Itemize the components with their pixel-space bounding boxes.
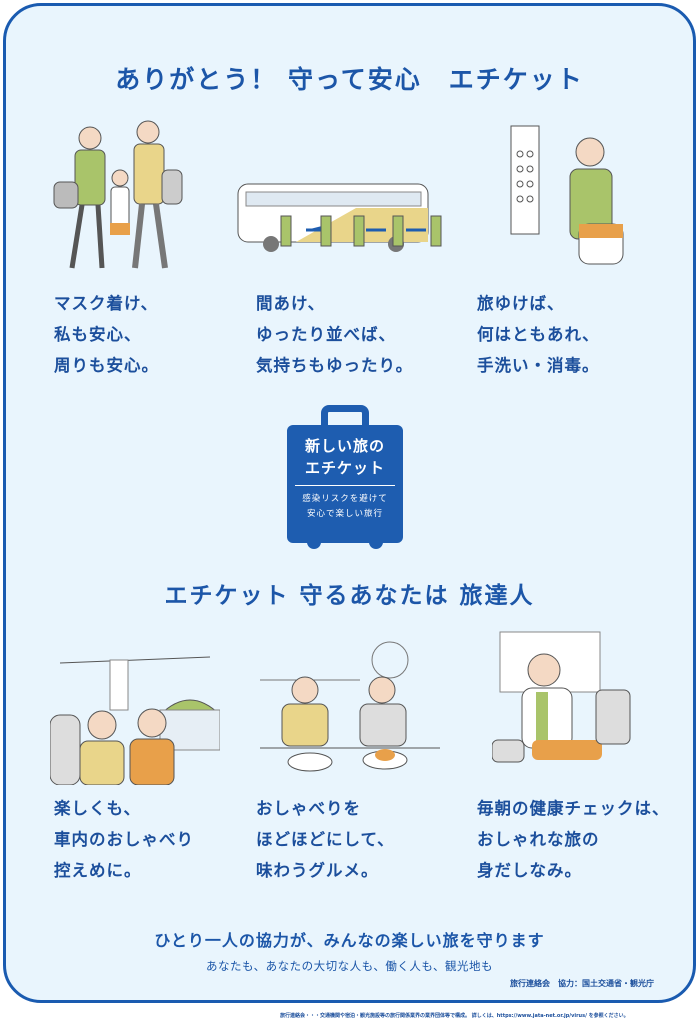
footer-credit: 旅行連絡会 協力：国土交通省・観光庁 <box>510 979 654 988</box>
footer-note: 旅行連絡会・・・交通機関や宿泊・観光施設等の旅行関係業界の業界団体等で構成。 詳… <box>280 1013 629 1019</box>
caption-handwash: 旅ゆけば、何はともあれ、手洗い・消毒。 <box>477 294 600 375</box>
caption-masks: マスク着け、私も安心、周りも安心。 <box>54 294 159 375</box>
caption-health-check: 毎朝の健康チェックは、おしゃれな旅の身だしなみ。 <box>477 799 670 880</box>
etiquette-suitcase-logo: 新しい旅のエチケット 感染リスクを避けて安心で楽しい旅行 <box>287 405 403 553</box>
restaurant-meal-illustration <box>260 641 440 772</box>
caption-quiet-train: 楽しくも、車内のおしゃべり控えめに。 <box>54 799 194 880</box>
caption-gourmet: おしゃべりをほどほどにして、味わうグルメ。 <box>256 799 395 880</box>
footer-main: ひとり一人の協力が、みんなの楽しい旅を守ります <box>154 931 545 950</box>
footer-sub: あなたも、あなたの大切な人も、働く人も、観光地も <box>206 959 493 973</box>
family-masks-illustration <box>53 120 183 269</box>
poster-subtitle: エチケット 守るあなたは 旅達人 <box>164 583 535 609</box>
health-check-illustration <box>492 631 631 763</box>
poster-title: ありがとう！ 守って安心 エチケット <box>115 65 584 94</box>
train-seat-illustration <box>50 656 220 785</box>
caption-distance: 間あけ、ゆったり並べば、気持ちもゆったり。 <box>256 294 414 375</box>
elevator-button-illustration <box>510 125 624 265</box>
bus-queue-illustration <box>237 183 442 252</box>
